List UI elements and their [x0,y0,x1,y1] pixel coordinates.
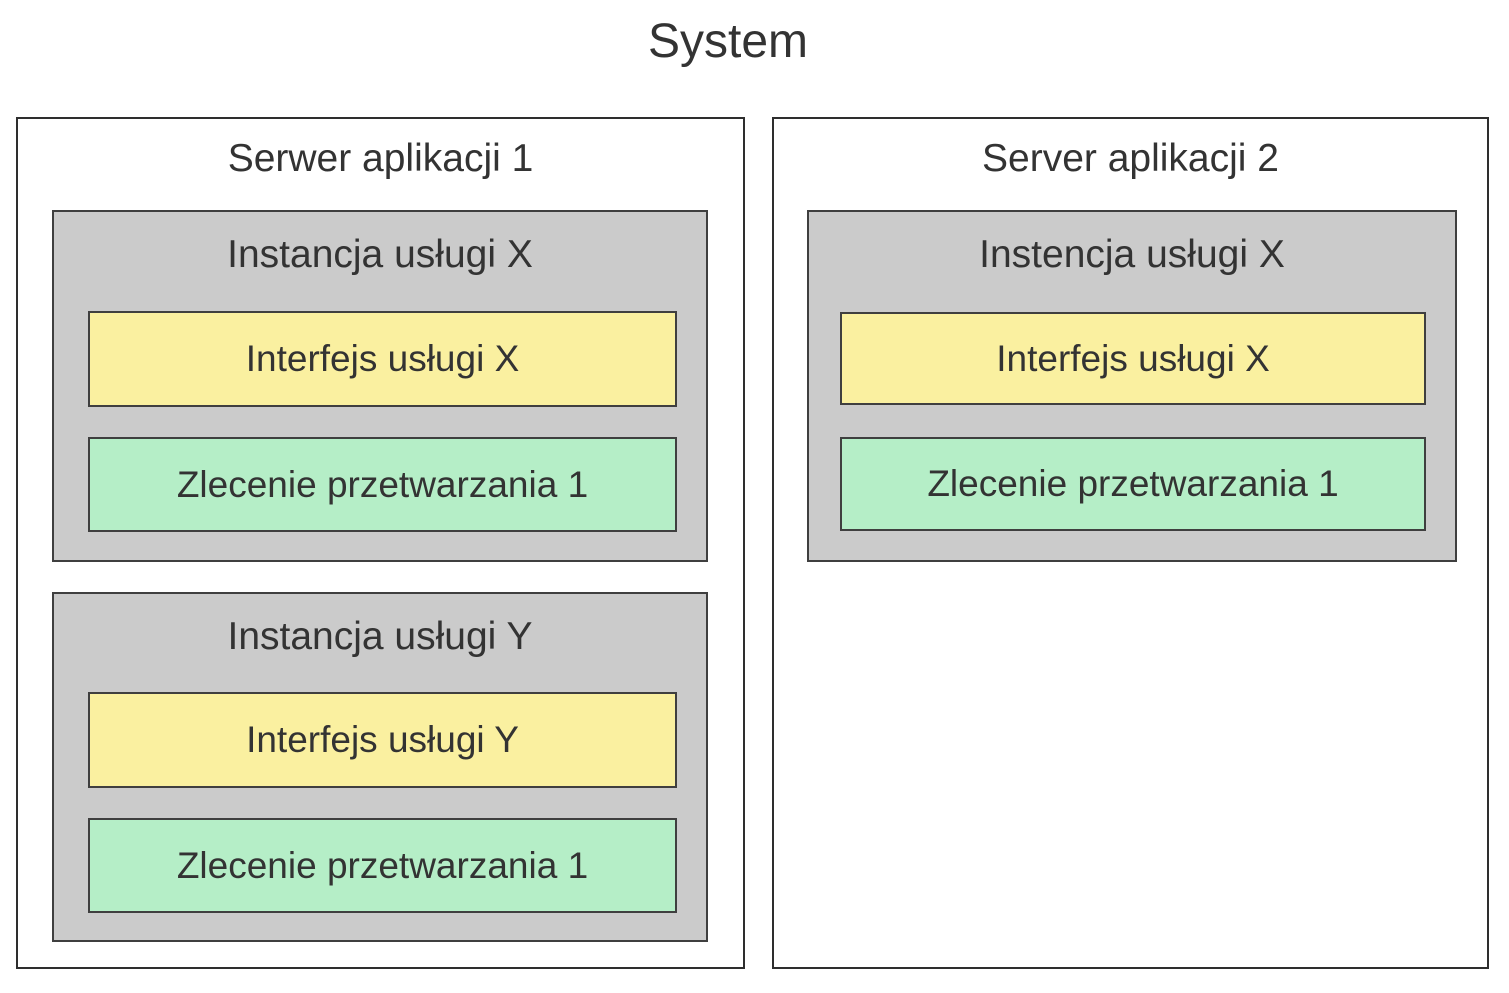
instance-box-service-x-server2: Instencja usługi X Interfejs usługi X Zl… [807,210,1457,562]
interface-box-service-y: Interfejs usługi Y [88,692,677,788]
server-1-label: Serwer aplikacji 1 [227,137,534,180]
instance-box-service-y-server1: Instancja usługi Y Interfejs usługi Y Zl… [52,592,708,942]
instance-x-label: Instancja usługi X [227,233,533,276]
instance-y-label: Instancja usługi Y [227,615,533,658]
server-2-label: Server aplikacji 2 [982,137,1279,180]
interface-box-service-x: Interfejs usługi X [88,311,677,407]
interface-box-service-x: Interfejs usługi X [840,312,1426,405]
diagram-title: System [647,15,809,68]
instance-x-label: Instencja usługi X [979,233,1285,276]
processing-order-box: Zlecenie przetwarzania 1 [88,818,677,913]
processing-order-box: Zlecenie przetwarzania 1 [840,437,1426,531]
instance-box-service-x-server1: Instancja usługi X Interfejs usługi X Zl… [52,210,708,562]
processing-order-box: Zlecenie przetwarzania 1 [88,437,677,532]
